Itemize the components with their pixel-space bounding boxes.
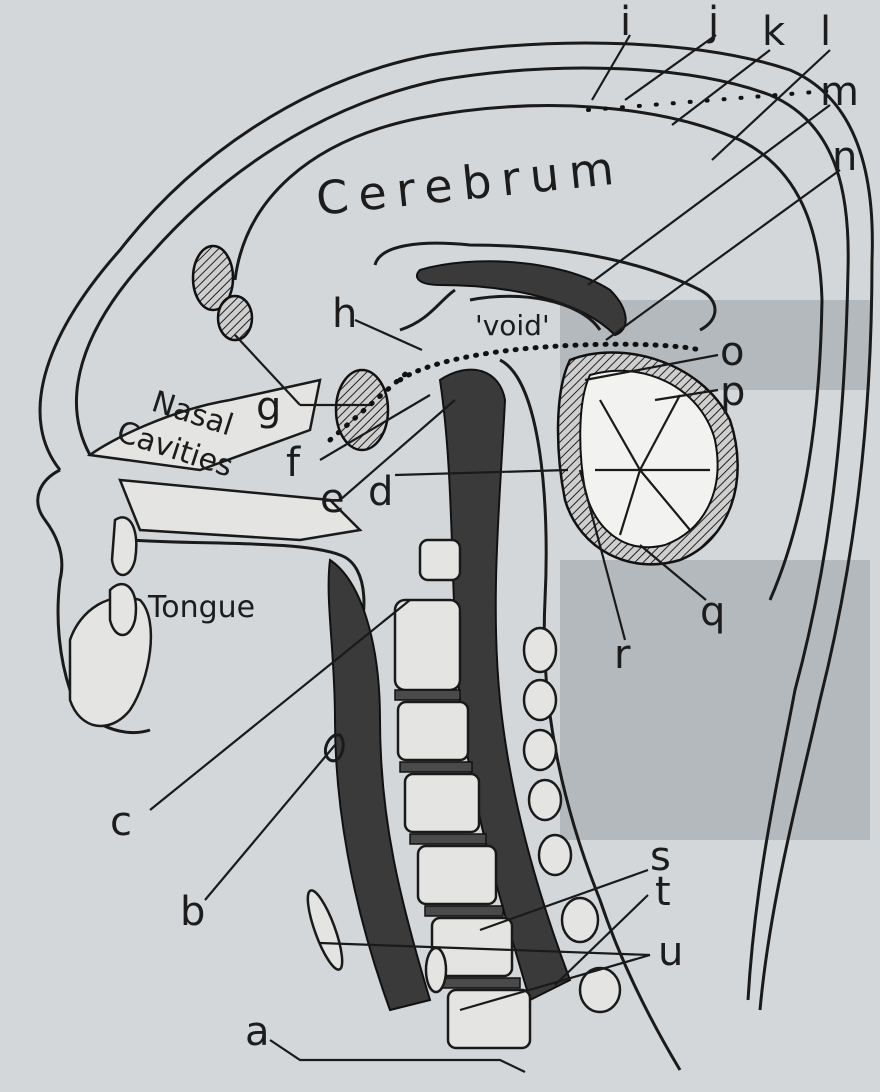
tongue-label: Tongue bbox=[147, 590, 255, 625]
label-b: b bbox=[180, 889, 205, 935]
void-label: 'void' bbox=[475, 309, 550, 342]
label-j: j bbox=[707, 0, 719, 45]
label-e: e bbox=[320, 476, 345, 522]
label-c: c bbox=[110, 799, 132, 845]
label-m: m bbox=[820, 69, 859, 115]
label-f: f bbox=[286, 440, 301, 486]
label-p: p bbox=[720, 369, 745, 415]
label-n: n bbox=[832, 134, 857, 180]
cerebrum-label: Cerebrum bbox=[314, 140, 627, 226]
label-i: i bbox=[620, 0, 631, 45]
label-h: h bbox=[332, 291, 357, 337]
label-l: l bbox=[820, 9, 831, 55]
label-q: q bbox=[700, 589, 725, 635]
label-u: u bbox=[658, 929, 683, 975]
label-d: d bbox=[368, 469, 393, 515]
label-r: r bbox=[614, 632, 631, 678]
label-t: t bbox=[655, 869, 671, 915]
label-k: k bbox=[762, 9, 786, 55]
label-g: g bbox=[256, 384, 281, 430]
label-a: a bbox=[245, 1009, 270, 1055]
